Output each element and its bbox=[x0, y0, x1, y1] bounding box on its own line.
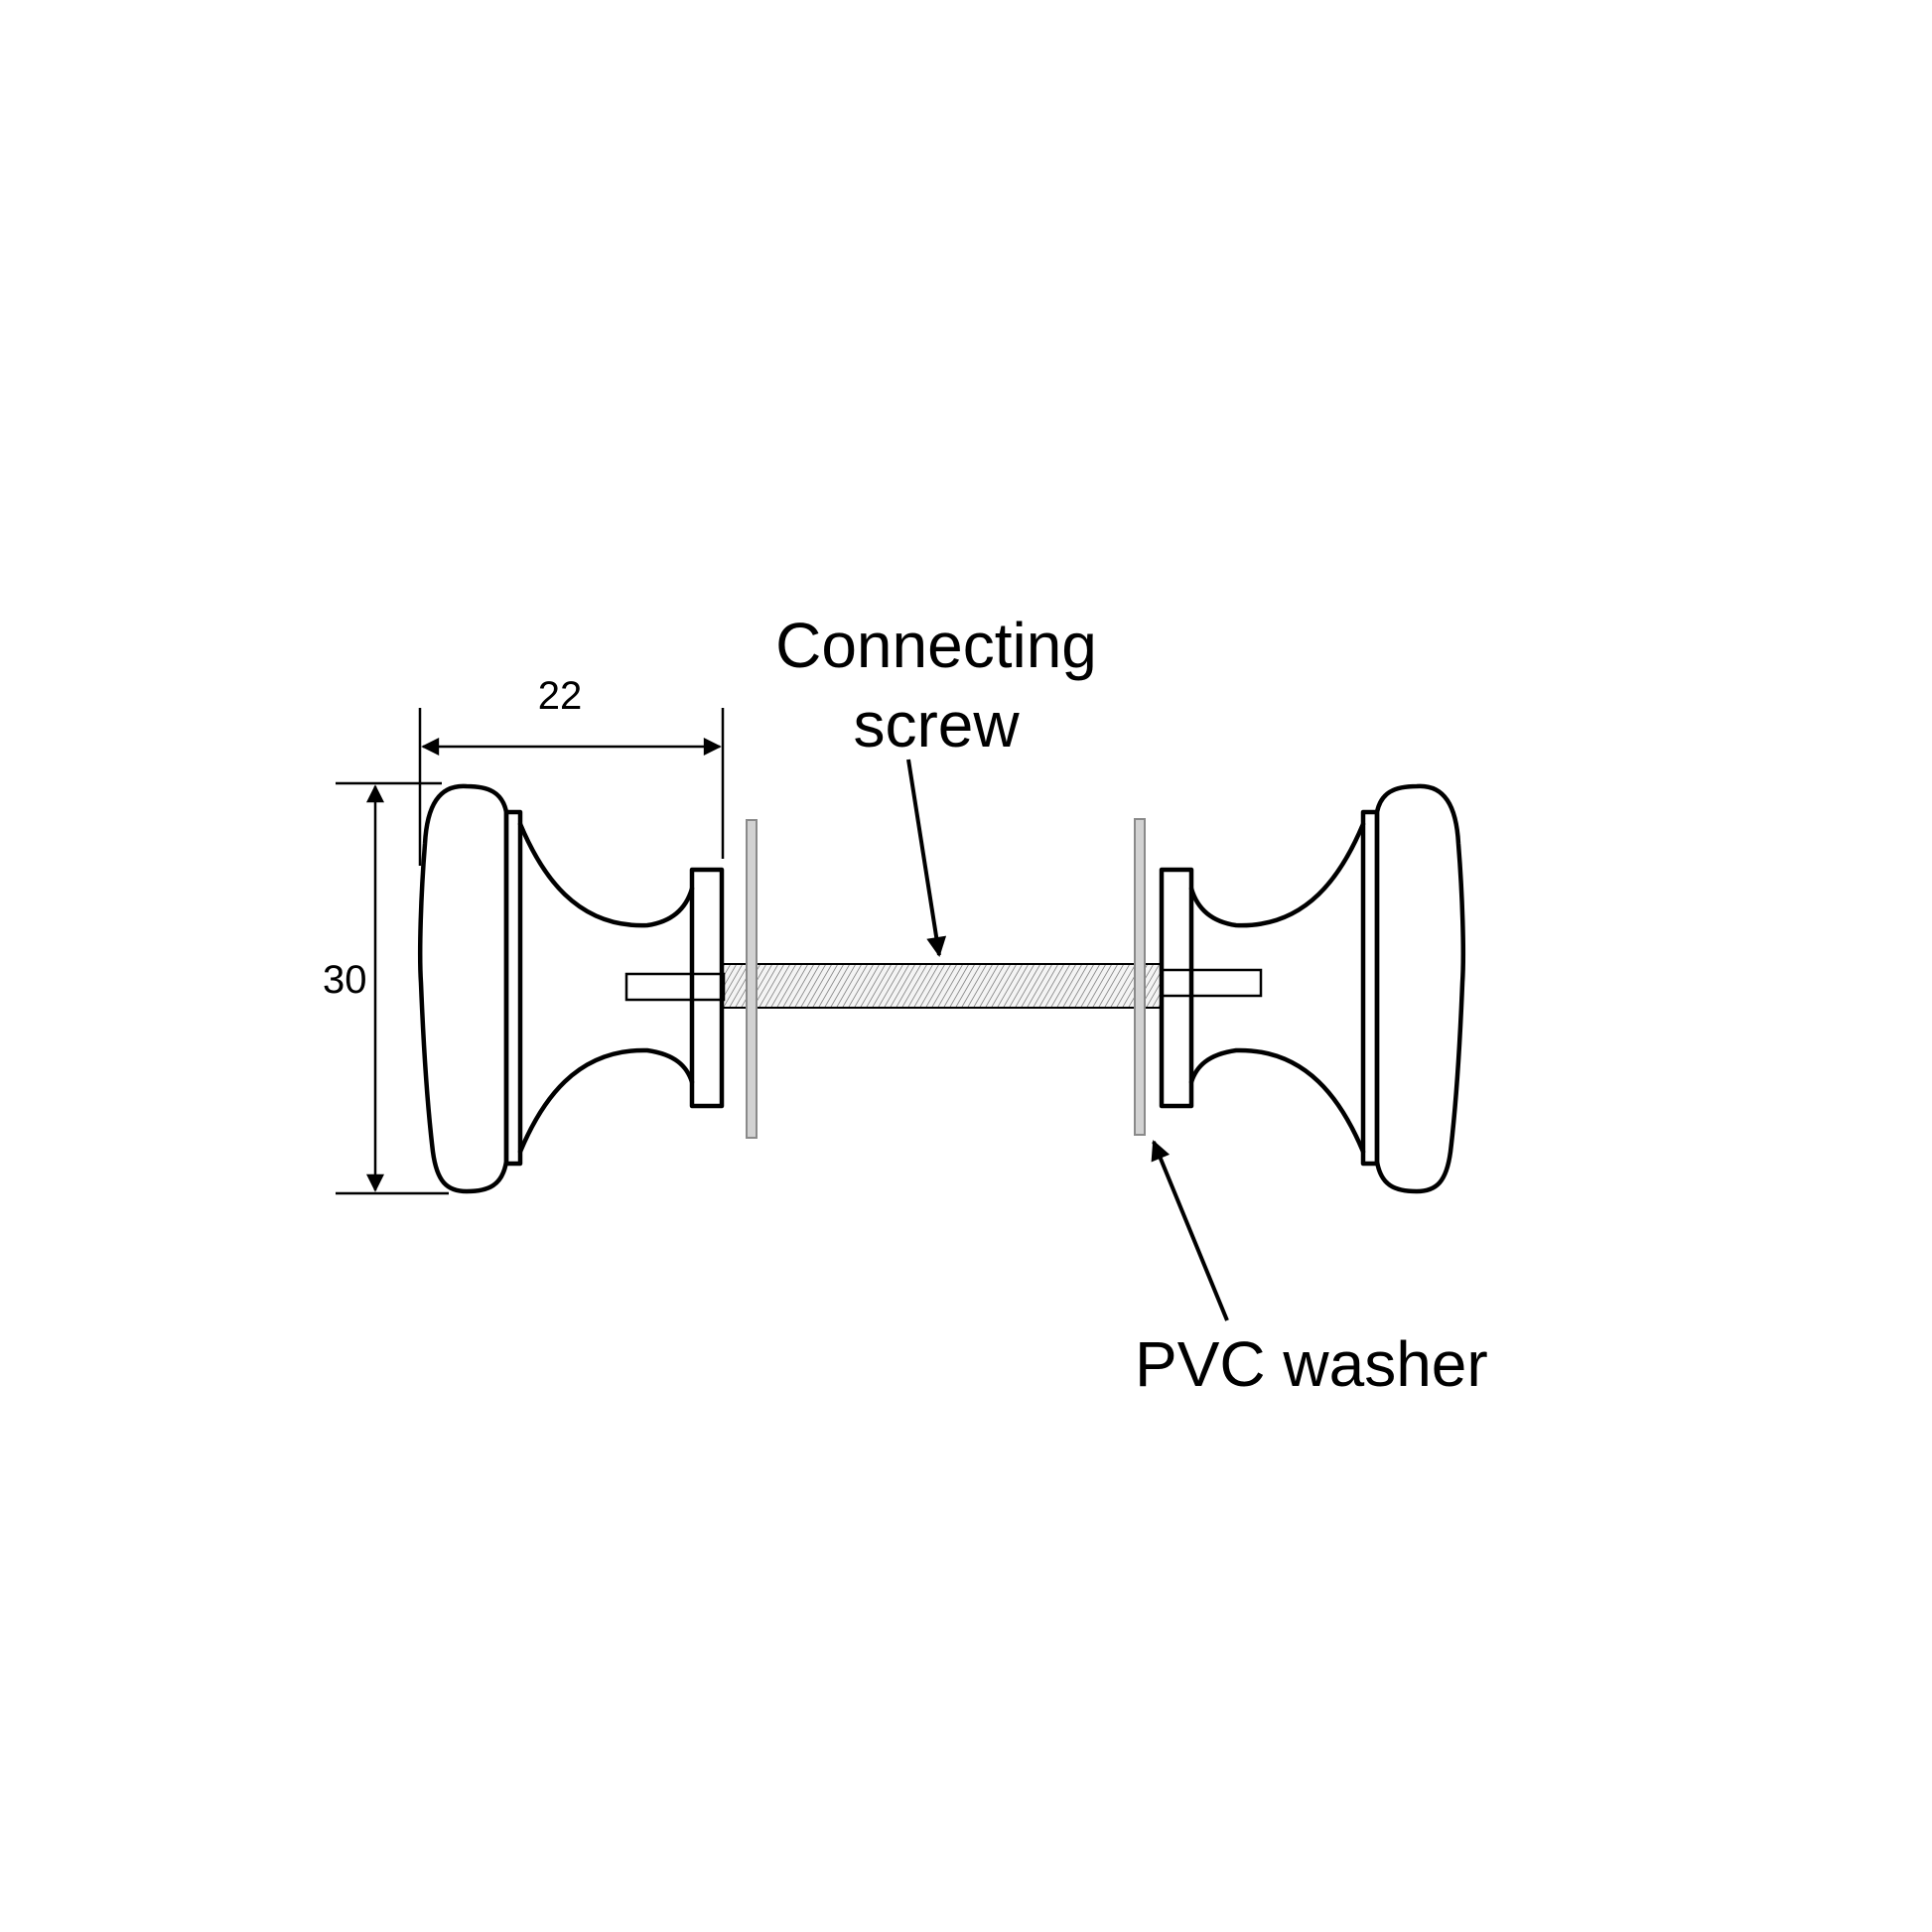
left-door-knob bbox=[417, 783, 725, 1194]
height-dimension-value: 30 bbox=[323, 958, 367, 1002]
left-pvc-washer bbox=[746, 819, 758, 1139]
right-spindle bbox=[1160, 968, 1263, 998]
connecting-screw-leader bbox=[906, 759, 947, 957]
left-spindle bbox=[624, 972, 726, 1002]
width-dimension bbox=[418, 708, 725, 866]
pvc-washer-leader bbox=[1151, 1140, 1229, 1321]
width-dimension-value: 22 bbox=[537, 674, 583, 718]
connecting-screw bbox=[722, 963, 1163, 1009]
connecting-screw-label-line1: Connecting bbox=[775, 610, 1097, 681]
right-door-knob bbox=[1159, 783, 1466, 1194]
pvc-washer-label: PVC washer bbox=[1135, 1328, 1488, 1400]
height-dimension bbox=[336, 781, 449, 1195]
connecting-screw-label-line2: screw bbox=[853, 689, 1020, 760]
right-pvc-washer bbox=[1134, 818, 1146, 1136]
